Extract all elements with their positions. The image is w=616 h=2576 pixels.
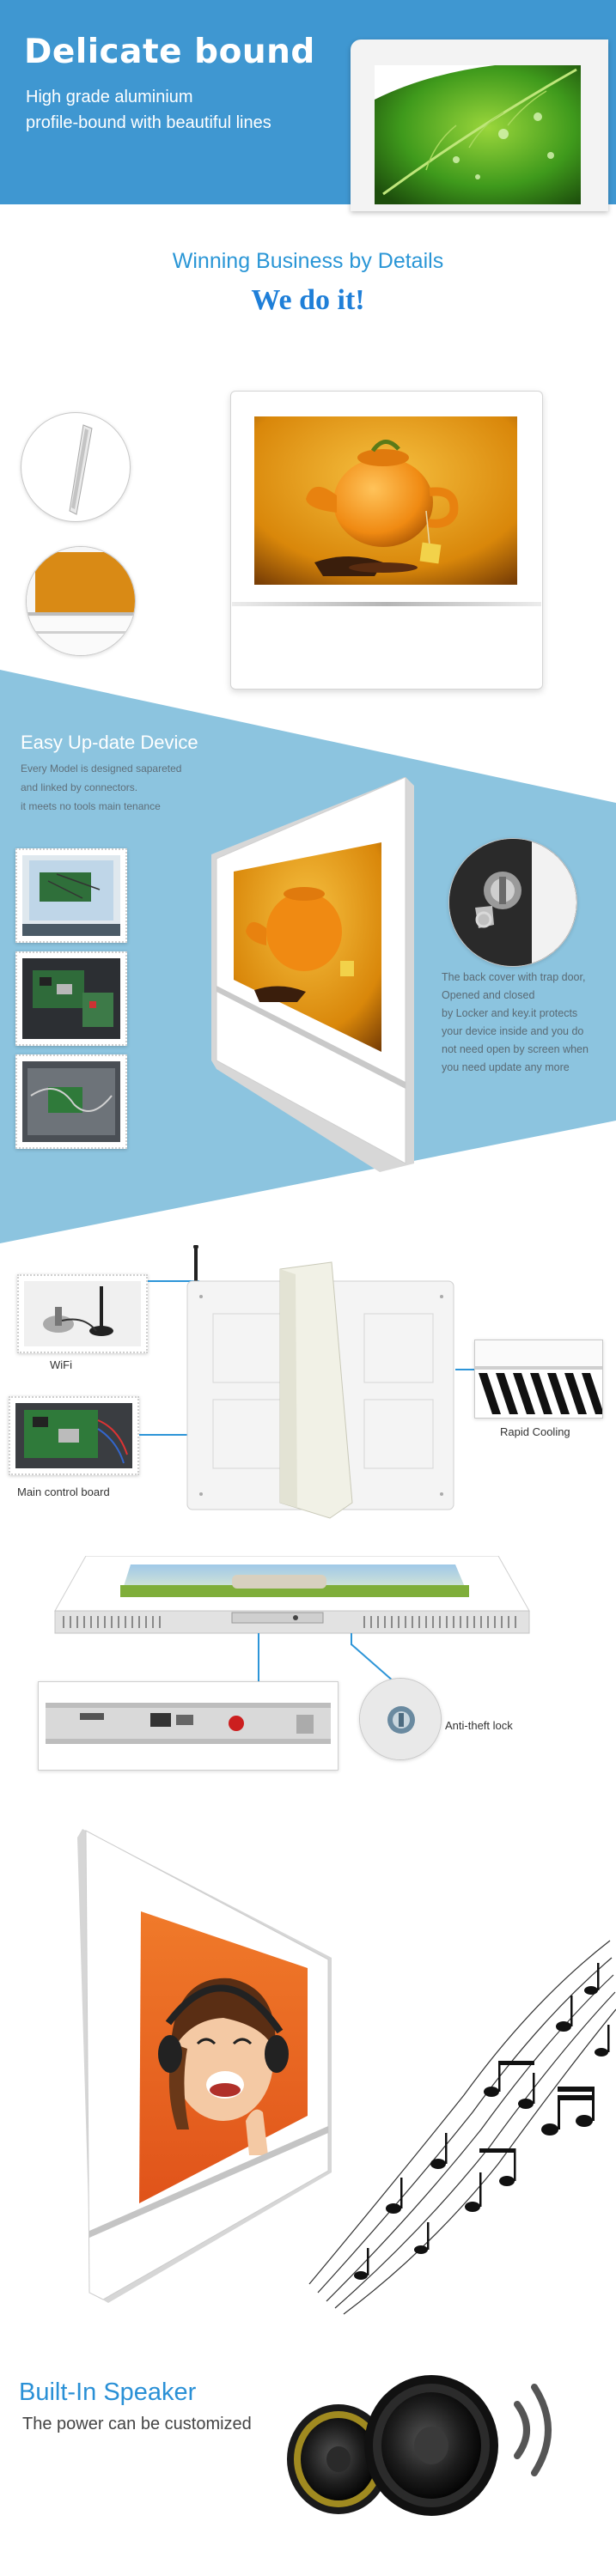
cover-desc-line: by Locker and key.it protects (442, 1007, 578, 1019)
back-cover-description: The back cover with trap door, Opened an… (442, 969, 605, 1077)
update-description: Every Model is designed sapareted and li… (21, 759, 227, 816)
update-desc-line: Every Model is designed sapareted (21, 762, 182, 775)
update-title: Easy Up-date Device (21, 732, 198, 753)
details-title: We do it! (251, 284, 365, 316)
music-notes-swirl (308, 1940, 616, 2315)
module-photo-1 (15, 848, 127, 943)
wifi-connector-line (148, 1280, 199, 1282)
wifi-label: WiFi (50, 1358, 72, 1371)
ports-photo (38, 1681, 338, 1771)
details-subtitle: Winning Business by Details (172, 249, 444, 273)
ports-connector-line (258, 1633, 259, 1683)
aluminium-strip (232, 602, 541, 606)
monitor-with-singer (77, 1829, 332, 2303)
cover-desc-line: not need open by screen when (442, 1043, 589, 1055)
cooling-vent-photo (474, 1340, 604, 1419)
monitor-back-view (186, 1245, 454, 1519)
lock-connector-line-a (351, 1633, 352, 1645)
speaker-title: Built-In Speaker (19, 2379, 197, 2406)
leaf-image (375, 65, 581, 204)
wifi-photo (17, 1274, 148, 1353)
anti-theft-lock-circle (359, 1678, 442, 1760)
speaker-subtitle: The power can be customized (22, 2415, 252, 2433)
update-desc-line: and linked by connectors. (21, 781, 138, 793)
tilted-monitor (211, 777, 414, 1172)
cover-desc-line: The back cover with trap door, (442, 971, 586, 983)
cover-desc-line: Opened and closed (442, 989, 535, 1001)
module-photo-2 (15, 951, 127, 1046)
module-photo-3 (15, 1054, 127, 1149)
corner-detail-circle (26, 546, 136, 656)
monitor-bottom-view (54, 1556, 530, 1634)
side-profile-circle (21, 412, 131, 522)
main-board-label: Main control board (17, 1485, 110, 1498)
cooling-label: Rapid Cooling (500, 1425, 570, 1438)
banner-title: Delicate bound (24, 33, 315, 71)
main-board-photo (9, 1396, 139, 1475)
cooling-connector-line (455, 1369, 474, 1370)
update-desc-line: it meets no tools main tenance (21, 800, 161, 812)
banner-subtitle-line: profile-bound with beautiful lines (26, 113, 271, 132)
banner-subtitle-line: High grade aluminium (26, 88, 193, 106)
speakers-image (287, 2375, 552, 2516)
banner-subtitle: High grade aluminium profile-bound with … (26, 84, 335, 136)
lock-detail-circle (448, 838, 577, 967)
teapot-orange-image (254, 416, 517, 585)
board-connector-line (139, 1434, 199, 1436)
cover-desc-line: your device inside and you do (442, 1025, 584, 1037)
lock-connector-line-b (351, 1643, 394, 1682)
anti-theft-lock-label: Anti-theft lock (445, 1719, 513, 1732)
cover-desc-line: you need update any more (442, 1061, 570, 1073)
